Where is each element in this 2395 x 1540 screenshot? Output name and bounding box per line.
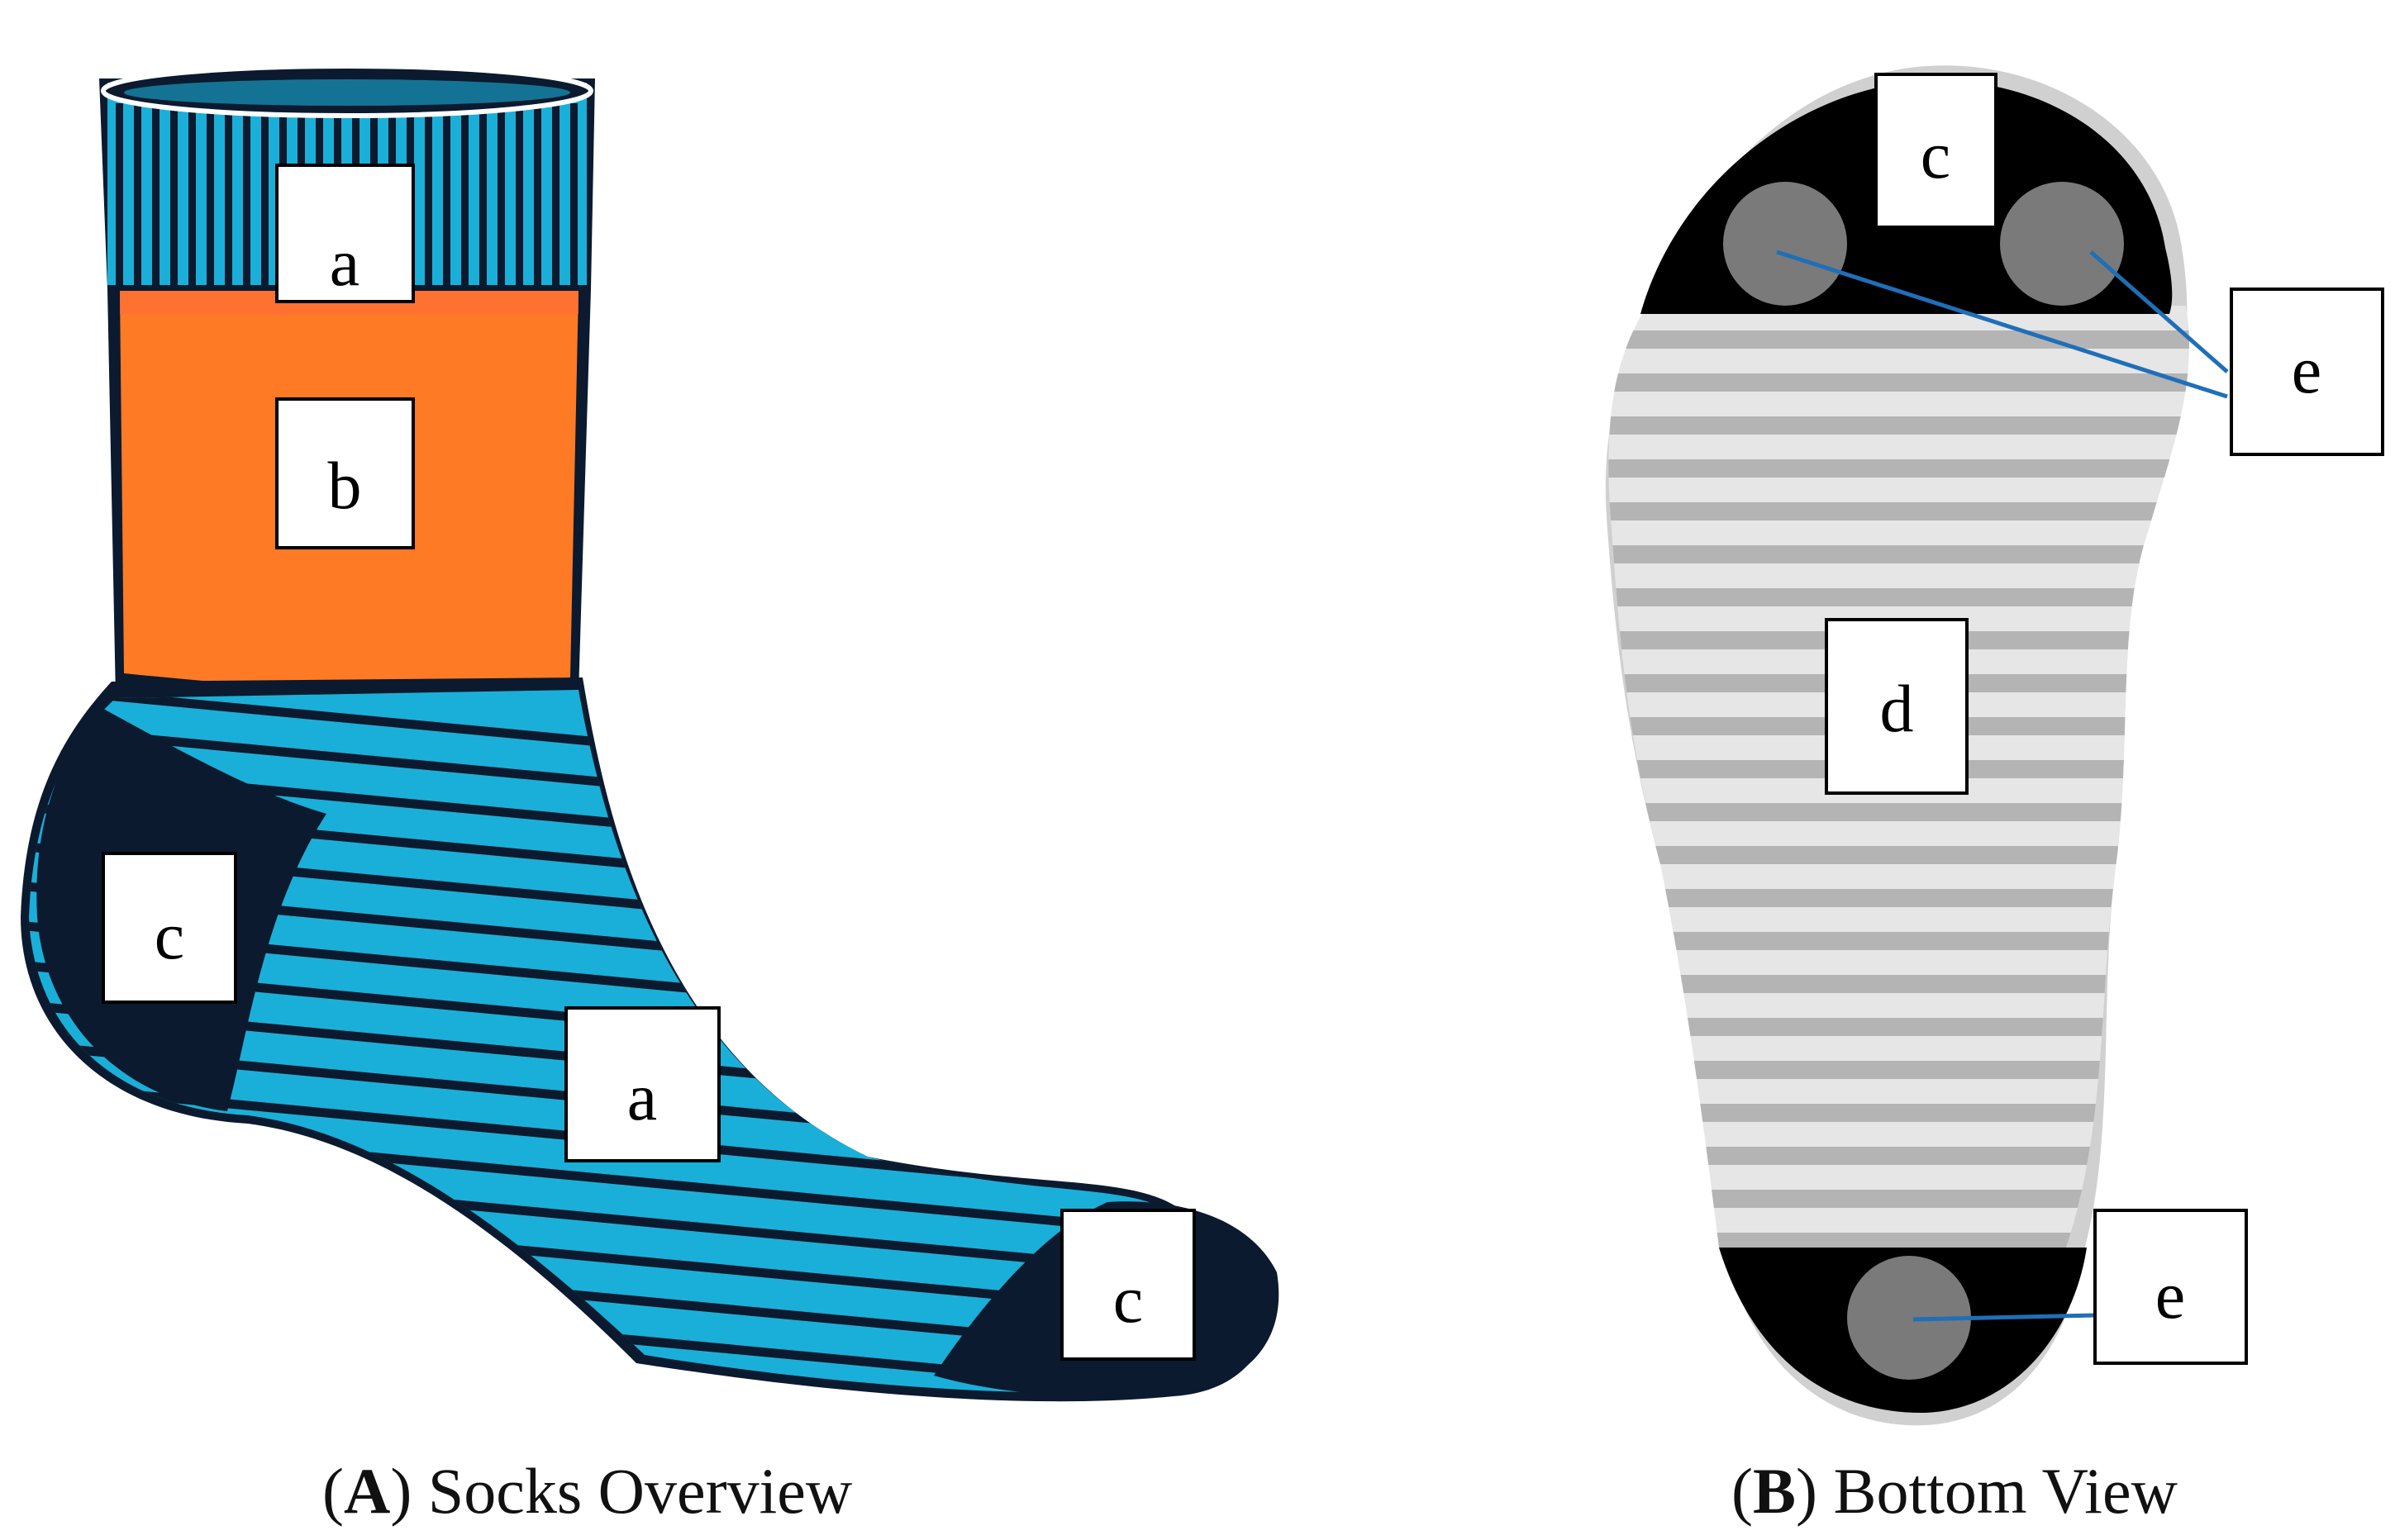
caption-a-title: Socks Overview	[427, 1455, 853, 1527]
label-foot: a	[627, 1059, 657, 1134]
label-box-cuff: a	[275, 164, 415, 303]
label-sole: d	[1880, 671, 1914, 746]
label-box-sensor-bottom: e	[2093, 1209, 2248, 1365]
label-box-heel: c	[102, 852, 237, 1004]
caption-a-letter: A	[343, 1455, 391, 1527]
label-box-sensor-top: e	[2230, 288, 2384, 456]
leader-lines	[1776, 250, 2229, 1322]
label-sensor-bottom: e	[2155, 1257, 2185, 1333]
label-cuff: a	[330, 225, 359, 300]
label-box-foot: a	[564, 1006, 721, 1162]
label-box-ball: c	[1874, 73, 1997, 229]
label-band: b	[328, 448, 362, 523]
sensor-right-forefoot	[2000, 182, 2124, 306]
label-toe: c	[1113, 1262, 1143, 1337]
label-heel: c	[155, 898, 184, 973]
label-box-band: b	[275, 397, 415, 549]
label-sensor-top: e	[2292, 332, 2321, 407]
caption-panel-b: (B) Bottom View	[1731, 1455, 2178, 1527]
label-ball: c	[1921, 117, 1950, 192]
label-box-sole: d	[1825, 618, 1969, 795]
label-boxes: a b c a c c d e	[102, 73, 2384, 1365]
caption-panel-a: (A) Socks Overview	[322, 1455, 853, 1527]
caption-b-letter: B	[1752, 1455, 1797, 1527]
caption-b-title: Bottom View	[1833, 1455, 2178, 1527]
label-box-toe: c	[1060, 1209, 1196, 1361]
sensor-left-forefoot	[1723, 182, 1847, 306]
sensor-heel	[1847, 1256, 1971, 1380]
